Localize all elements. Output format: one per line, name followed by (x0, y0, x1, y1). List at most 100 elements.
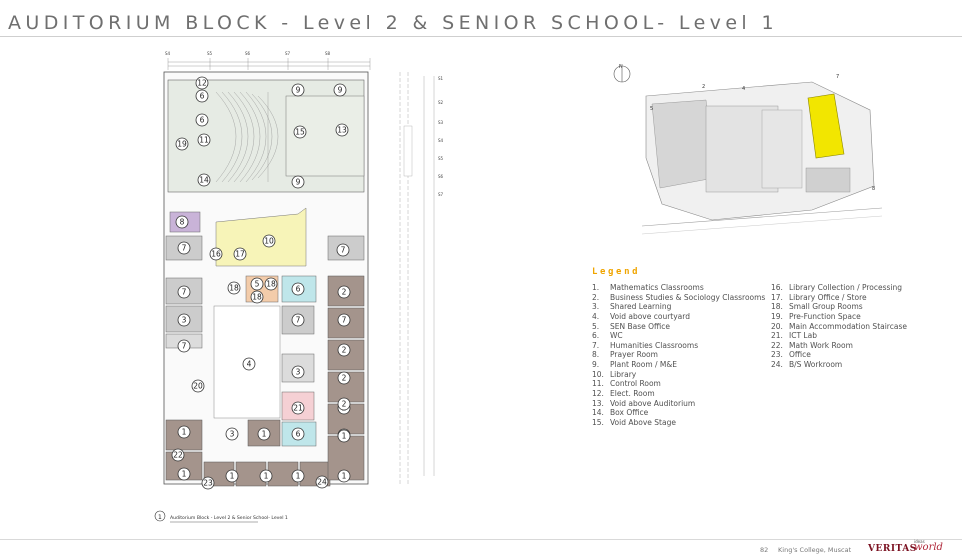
legend-item-label: B/S Workroom (789, 360, 843, 370)
site-marker-2: 2 (702, 84, 705, 90)
legend-item: 7.Humanities Classrooms (592, 341, 765, 351)
legend-item-number: 20. (771, 321, 783, 331)
legend-item: 22.Math Work Room (771, 341, 907, 351)
room-number: 5 (255, 280, 260, 289)
room-badge (291, 313, 305, 327)
site-building-west (651, 99, 715, 189)
room-number: 6 (296, 285, 301, 294)
legend-item: 13.Void above Auditorium (592, 399, 765, 409)
room-number: 20 (193, 382, 203, 391)
legend-item-number: 12. (592, 389, 604, 399)
site-marker-4: 4 (742, 86, 745, 92)
grid-label-top: S7 (285, 51, 291, 56)
legend-item-label: Shared Learning (610, 302, 672, 312)
veritas-logo: VERITAS (868, 544, 917, 554)
legend-item-label: WC (610, 331, 623, 341)
room-badge (197, 133, 211, 147)
room-badge (337, 285, 351, 299)
room-number: 7 (341, 246, 346, 255)
room-number: 18 (229, 284, 239, 293)
room-badge (291, 175, 305, 189)
grid-label-right: S5 (438, 156, 444, 161)
room-number: 2 (342, 400, 347, 409)
room-number: 16 (211, 250, 221, 259)
legend-item: 12. Elect. Room (592, 389, 765, 399)
site-field-east (761, 109, 803, 189)
legend-item: 1.Mathematics Classrooms (592, 283, 765, 293)
legend-item-label: Business Studies & Sociology Classrooms (610, 292, 766, 302)
school-name: King's College, Muscat (778, 546, 852, 554)
legend-item-number: 13. (592, 398, 604, 408)
room-badge (335, 123, 349, 137)
site-marker-8: 8 (872, 186, 875, 192)
room-number: 19 (177, 140, 187, 149)
room-badge (177, 313, 191, 327)
site-road-edge (641, 215, 883, 235)
caption-number: 1 (158, 514, 162, 521)
room-badge (264, 277, 278, 291)
room-badge (177, 339, 191, 353)
room-number: 1 (262, 430, 267, 439)
room-badge (337, 429, 351, 443)
caption-badge (154, 510, 166, 522)
room-badge (195, 76, 209, 90)
grid-label-right: S7 (438, 192, 444, 197)
room-badge (242, 357, 256, 371)
legend-item: 14.Box Office (592, 408, 765, 418)
room-number: 10 (264, 237, 274, 246)
grid-label-right: S4 (438, 138, 444, 143)
room-number: 7 (182, 342, 187, 351)
room-badge (195, 113, 209, 127)
legend-item: 3.Shared Learning (592, 302, 765, 312)
room-number: 7 (296, 316, 301, 325)
room-number: 15 (295, 128, 305, 137)
room-badge (171, 448, 185, 462)
legend-item-label: Elect. Room (610, 389, 655, 399)
legend-item: 6.WC (592, 331, 765, 341)
legend-item-number: 4. (592, 311, 600, 321)
site-building-southeast (805, 167, 851, 193)
legend-item-number: 15. (592, 417, 604, 427)
room-number: 1 (296, 472, 301, 481)
legend-item-label: Small Group Rooms (789, 302, 863, 312)
legend-item-label: Mathematics Classrooms (610, 283, 704, 292)
grid-label-right: S6 (438, 174, 444, 179)
room-badge (175, 215, 189, 229)
legend-item-label: SEN Base Office (610, 321, 671, 331)
room-badge (201, 476, 215, 490)
room-number: 2 (342, 374, 347, 383)
room-number: 1 (182, 470, 187, 479)
legend-item-label: Library Collection / Processing (789, 283, 903, 292)
room-number: 7 (182, 288, 187, 297)
legend-item-label: Pre-Function Space (789, 311, 861, 321)
page-title: AUDITORIUM BLOCK - Level 2 & SENIOR SCHO… (8, 12, 779, 34)
room-badge (291, 282, 305, 296)
room-number: 24 (317, 478, 327, 487)
room-badge (195, 89, 209, 103)
room-badge (315, 475, 329, 489)
legend-title: Legend (592, 267, 641, 277)
room-number: 14 (199, 176, 209, 185)
legend-item-label: ICT Lab (789, 331, 817, 341)
legend-item: 21.ICT Lab (771, 331, 907, 341)
room-badge (262, 234, 276, 248)
room-number: 1 (264, 472, 269, 481)
site-marker-5: 5 (650, 106, 653, 112)
legend-item-label: Void above courtyard (610, 311, 690, 321)
vertical-note (403, 125, 413, 177)
legend-item-label: Control Room (610, 379, 661, 389)
grid-label-top: S8 (325, 51, 331, 56)
legend-item: 18.Small Group Rooms (771, 302, 907, 312)
room-number: 8 (180, 218, 185, 227)
legend-item-number: 23. (771, 350, 783, 360)
room-badge (293, 125, 307, 139)
ideasworld-logo-sup: ideas (914, 539, 925, 544)
room-number: 6 (200, 116, 205, 125)
room-badge (291, 427, 305, 441)
legend-item-number: 19. (771, 311, 783, 321)
room-badge (175, 137, 189, 151)
